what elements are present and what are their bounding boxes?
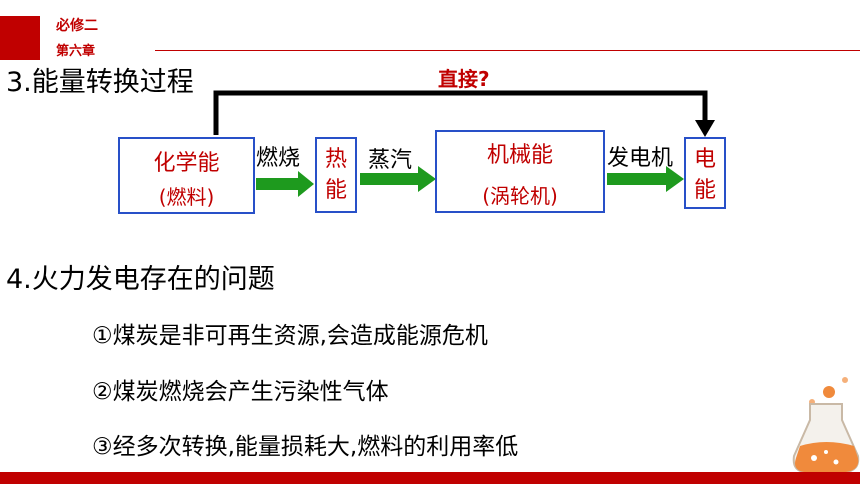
arrow-2 [360, 166, 436, 192]
arrow-3 [607, 166, 684, 192]
problem-item-3: ③经多次转换,能量损耗大,燃料的利用率低 [92, 434, 519, 460]
box1-line2: (燃料) [158, 185, 215, 209]
footer-bar [0, 472, 860, 484]
direct-path-label: 直接? [438, 67, 490, 91]
box3-line1: 机械能 [486, 143, 553, 168]
direct-path-line [213, 90, 708, 135]
box1-line1: 化学能 [153, 151, 220, 176]
header-chapter: 第六章 [56, 44, 96, 59]
box2-text: 热 能 [324, 147, 347, 203]
arrow2-label: 蒸汽 [368, 148, 413, 173]
header-subject: 必修二 [56, 18, 98, 34]
problem-item-1: ①煤炭是非可再生资源,会造成能源危机 [92, 323, 488, 349]
direct-path-arrowhead [695, 120, 715, 137]
arrow1-label: 燃烧 [256, 146, 301, 171]
arrow3-label: 发电机 [607, 146, 674, 171]
mechanical-energy-box: 机械能 (涡轮机) [435, 130, 605, 213]
box3-line2: (涡轮机) [482, 184, 558, 208]
electric-energy-box: 电 能 [684, 137, 726, 209]
chemical-energy-box: 化学能 (燃料) [118, 137, 255, 214]
box4-text: 电 能 [693, 147, 716, 203]
section3-title: 3.能量转换过程 [6, 67, 194, 98]
section4-title: 4.火力发电存在的问题 [6, 264, 275, 295]
header-divider [155, 50, 860, 51]
heat-energy-box: 热 能 [315, 137, 357, 213]
header-accent-square [0, 16, 40, 60]
problem-item-2: ②煤炭燃烧会产生污染性气体 [92, 379, 389, 405]
arrow-1 [256, 171, 314, 197]
